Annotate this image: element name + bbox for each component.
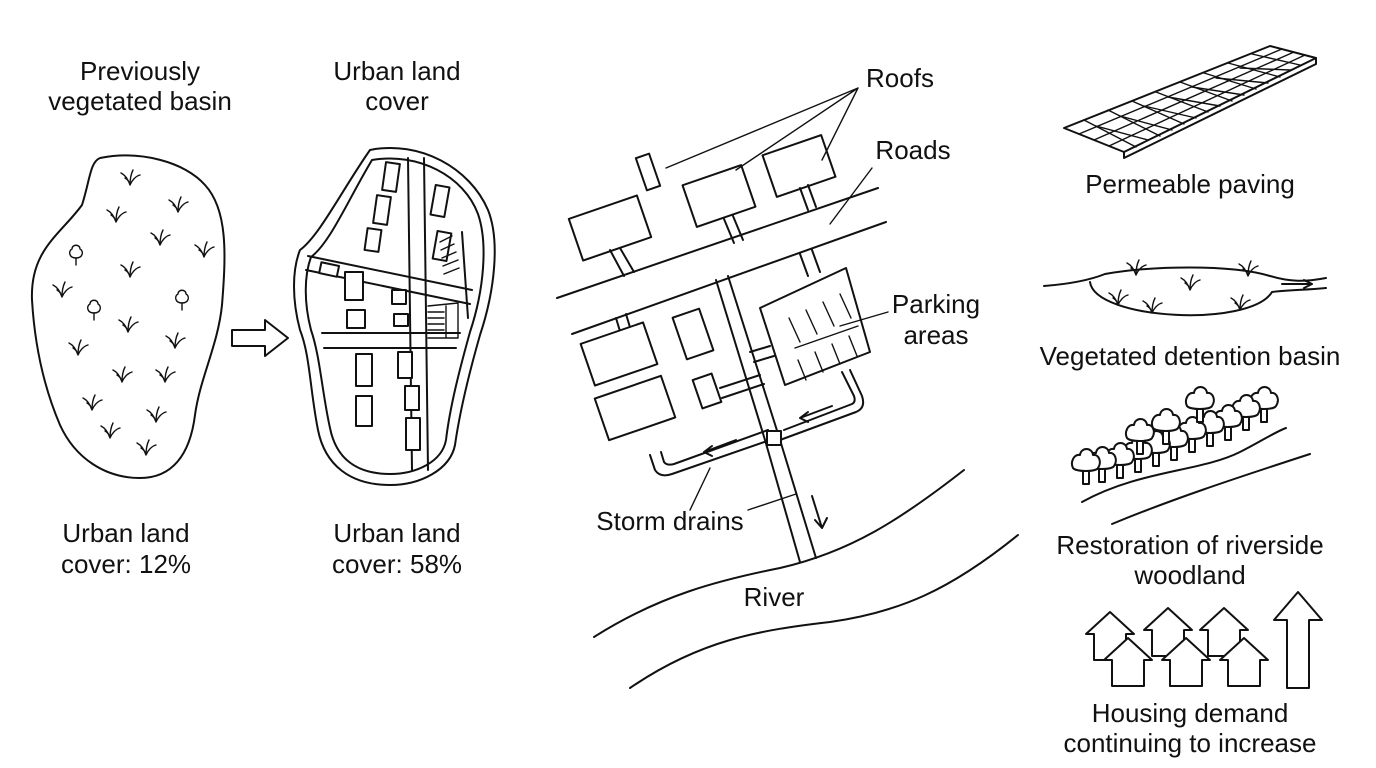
side-lane xyxy=(799,249,821,277)
river-bank-upper xyxy=(593,469,965,638)
panel2-title-line2: cover xyxy=(365,86,429,116)
housing-label-line1: Housing demand xyxy=(1092,698,1289,728)
panel2-caption-line2: cover: 58% xyxy=(332,549,462,579)
outline-arrow-up-icon xyxy=(1273,591,1323,689)
riverside-woodland-icon xyxy=(1070,386,1311,525)
detention-basin-label: Vegetated detention basin xyxy=(1040,341,1341,371)
panel2-title-line1: Urban land xyxy=(333,56,460,86)
detention-basin-icon xyxy=(1043,259,1327,317)
storm-drains-label: Storm drains xyxy=(596,506,743,536)
vegetated-basin-outline xyxy=(30,154,226,479)
parking-label-line1: Parking xyxy=(892,289,980,319)
urban-drainage-map: Roofs Roads Parking areas Storm drains R… xyxy=(556,63,1019,689)
outline-arrow-right-icon xyxy=(231,319,289,357)
roads-label: Roads xyxy=(875,135,950,165)
storm-drain-network xyxy=(649,369,865,529)
permeable-paving-label: Permeable paving xyxy=(1085,169,1295,199)
urban-basin-panel: Urban land cover xyxy=(293,56,496,579)
urban-basin-inner-outline xyxy=(304,157,485,475)
panel2-caption-line1: Urban land xyxy=(333,518,460,548)
upper-roofs xyxy=(567,134,837,277)
mitigation-measures: Permeable paving Vegetated detention bas… xyxy=(1040,45,1341,758)
housing-icon xyxy=(1085,607,1269,687)
panel1-caption-line2: cover: 12% xyxy=(61,549,191,579)
roofs-label: Roofs xyxy=(866,63,934,93)
woodland-label-line1: Restoration of riverside xyxy=(1056,530,1323,560)
panel1-title-line1: Previously xyxy=(80,56,200,86)
woodland-label-line2: woodland xyxy=(1133,560,1245,590)
parking-label-line2: areas xyxy=(903,320,968,350)
leader-lines xyxy=(665,87,889,511)
urban-basin-outer-outline xyxy=(293,146,496,486)
panel1-title-line2: vegetated basin xyxy=(48,86,232,116)
lower-roofs xyxy=(579,307,765,442)
tree-icons xyxy=(68,244,190,321)
permeable-paving-icon xyxy=(1063,45,1317,159)
river-label: River xyxy=(744,582,805,612)
panel1-caption-line1: Urban land xyxy=(62,518,189,548)
parking-area xyxy=(749,267,871,386)
housing-label-line2: continuing to increase xyxy=(1064,728,1317,758)
parking-lot-lines xyxy=(427,235,460,339)
vegetated-basin-panel: Previously vegetated basin Urban xyxy=(30,56,232,579)
river-bank-lower xyxy=(629,534,1019,689)
